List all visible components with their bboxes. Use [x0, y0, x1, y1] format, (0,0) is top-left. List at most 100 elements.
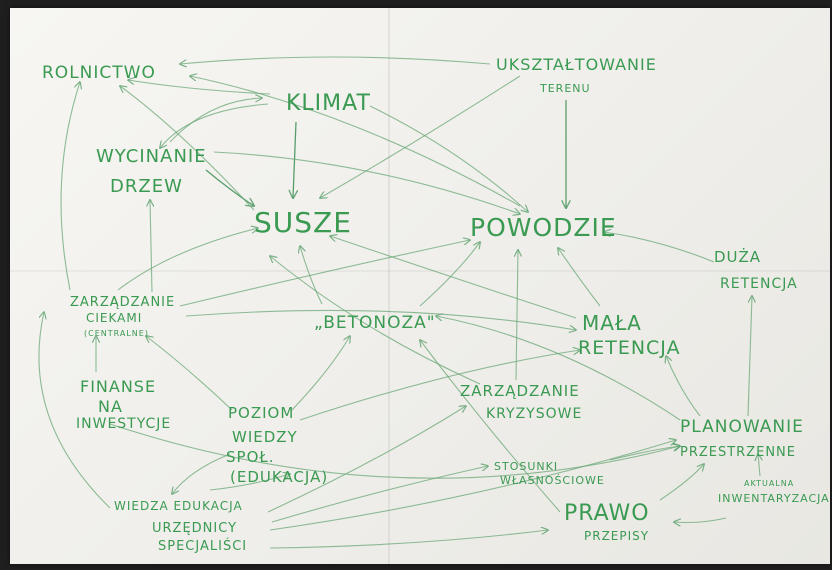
- wiedza-label: WIEDZA EDUKACJA: [114, 499, 243, 513]
- paper-fold-horizontal: [10, 270, 830, 272]
- node-finanse: FINANSE NA INWESTYCJE: [76, 377, 171, 432]
- arrow-finanse-planowanie: [109, 423, 680, 479]
- arrow-zarzadzanie-wycinanie: [150, 200, 152, 293]
- klimat-label: KLIMAT: [286, 91, 371, 116]
- arrow-mala-susze: [330, 236, 577, 319]
- ksztaltowanie-label-1: UKSZTAŁTOWANIE: [496, 55, 657, 74]
- node-prawo-przepisy: PRAWO PRZEPISY: [564, 501, 650, 543]
- urzednicy-label-2: SPECJALIŚCI: [158, 538, 247, 554]
- arrow-poziom-zarzadzanie: [146, 336, 233, 411]
- rolnictwo-label: ROLNICTWO: [42, 63, 156, 83]
- mala-label-2: RETENCJA: [578, 337, 681, 359]
- poziom-label-2: WIEDZY: [232, 428, 298, 446]
- arrow-mala-powodzie: [558, 248, 601, 307]
- node-poziom-wiedzy: POZIOM WIEDZY SPOŁ. (EDUKACJA): [226, 404, 328, 486]
- arrow-zarzadzanie-mala: [185, 309, 576, 330]
- zarzadzanie-label-2: CIEKAMI: [86, 311, 142, 325]
- arrow-rolnictwo-side: [60, 82, 80, 291]
- betonoza-label: „BETONOZA": [314, 313, 436, 333]
- node-zarzadzanie-ciekami: ZARZĄDZANIE CIEKAMI (CENTRALNE): [70, 295, 175, 338]
- arrow-planowanie-mala: [666, 356, 701, 417]
- inwentaryzacja-label-1: AKTUALNA: [744, 479, 794, 488]
- stosunki-label-2: WŁASNOŚCIOWE: [500, 474, 605, 487]
- arrow-stosunki-planowanie: [609, 446, 680, 461]
- powodzie-label: POWODZIE: [470, 213, 617, 242]
- arrow-wycinanie-klimat: [169, 98, 262, 143]
- zarzadzanie-label-3: (CENTRALNE): [84, 329, 149, 338]
- arrow-wycinanie-powodzie: [213, 151, 520, 214]
- arrow-prawo-planowanie: [659, 464, 704, 501]
- duza-label-2: RETENCJA: [720, 276, 798, 292]
- arrow-wiedza-zarzadzanie: [38, 312, 111, 509]
- arrow-klimat-rolnictwo: [128, 80, 271, 95]
- susze-label: SUSZE: [254, 206, 352, 239]
- finanse-label-1: FINANSE: [80, 377, 156, 396]
- node-stosunki-wlasnosciowe: STOSUNKI WŁASNOŚCIOWE: [494, 460, 605, 487]
- arrows: [38, 56, 760, 549]
- arrow-poziom-wiedza: [172, 453, 231, 494]
- arrow-klimat-powodzie: [369, 105, 528, 212]
- arrow-poziom-mala: [299, 350, 580, 421]
- node-mala-retencja: MAŁA RETENCJA: [578, 311, 681, 359]
- poziom-label-4: (EDUKACJA): [230, 468, 328, 486]
- arrow-planowanie-duza: [747, 296, 752, 417]
- arrow-wiedza-poziom: [209, 474, 290, 491]
- arrow-ksztalt-rolnictwo: [180, 56, 491, 64]
- arrow-urzednicy-kryzys: [267, 406, 466, 513]
- planowanie-label-2: PRZESTRZENNE: [680, 445, 796, 460]
- arrow-powodzie-rolnictwo: [190, 76, 521, 207]
- node-klimat: KLIMAT: [286, 91, 371, 116]
- arrow-zarzadzanie-susze: [117, 228, 258, 291]
- node-susze: SUSZE: [254, 206, 352, 239]
- stosunki-label-1: STOSUNKI: [494, 460, 558, 473]
- arrow-betonoza-susze: [300, 246, 323, 305]
- arrow-kryzys-susze: [270, 256, 481, 385]
- arrow-kryzys-powodzie: [516, 250, 518, 381]
- poziom-label-1: POZIOM: [228, 404, 294, 422]
- node-powodzie: POWODZIE: [470, 213, 617, 242]
- node-betonoza: „BETONOZA": [314, 313, 436, 333]
- arrow-klimat-susze: [293, 121, 296, 198]
- arrow-duza-powodzie: [604, 232, 715, 263]
- node-rolnictwo: ROLNICTWO: [42, 63, 156, 83]
- arrow-poziom-betonoza: [291, 336, 350, 411]
- node-planowanie-przestrzenne: PLANOWANIE PRZESTRZENNE: [680, 417, 803, 460]
- urzednicy-label-1: URZĘDNICY: [152, 521, 237, 536]
- inwentaryzacja-label-2: INWENTARYZACJA: [718, 492, 830, 505]
- node-wycinanie-drzew: WYCINANIE DRZEW: [96, 146, 207, 197]
- arrow-betonoza-powodzie: [419, 242, 480, 307]
- node-duza-retencja: DUŻA RETENCJA: [714, 247, 798, 292]
- node-ksztaltowanie-terenu: UKSZTAŁTOWANIE TERENU: [496, 55, 657, 95]
- kryzysowe-label-2: KRYZYSOWE: [486, 406, 582, 422]
- ksztaltowanie-label-2: TERENU: [539, 82, 591, 95]
- node-inwentaryzacja: AKTUALNA INWENTARYZACJA: [718, 479, 830, 505]
- finanse-label-2: NA: [98, 397, 123, 416]
- arrow-zarzadzanie-powodzie: [179, 240, 470, 307]
- node-wiedza-edukacja: WIEDZA EDUKACJA: [114, 499, 243, 513]
- node-urzednicy: URZĘDNICY SPECJALIŚCI: [152, 521, 247, 554]
- arrow-urzednicy-prawo: [269, 530, 548, 549]
- node-zarzadzanie-kryzysowe: ZARZĄDZANIE KRYZYSOWE: [460, 382, 582, 422]
- arrow-urzednicy-planowanie: [269, 440, 676, 531]
- arrow-inwent-prawo: [674, 517, 727, 523]
- arrow-wycinanie-susze: [205, 169, 254, 206]
- duza-label-1: DUŻA: [714, 247, 761, 266]
- kryzysowe-label-1: ZARZĄDZANIE: [460, 382, 580, 400]
- finanse-label-3: INWESTYCJE: [76, 416, 171, 432]
- mala-label-1: MAŁA: [582, 311, 642, 335]
- arrow-ksztalt-susze: [320, 75, 521, 198]
- arrow-inwent-planowanie: [758, 454, 760, 477]
- paper-sheet: [10, 8, 830, 564]
- prawo-label-1: PRAWO: [564, 501, 650, 526]
- zarzadzanie-label-1: ZARZĄDZANIE: [70, 295, 175, 310]
- arrow-klimat-wycinanie: [160, 103, 269, 148]
- wycinanie-label-1: WYCINANIE: [96, 146, 207, 167]
- arrow-urzednicy-stosunki: [271, 466, 488, 523]
- arrow-prawo-betonoza: [420, 340, 561, 513]
- arrow-susze-rolnictwo: [120, 86, 255, 211]
- arrow-planowanie-betonoza: [436, 316, 681, 421]
- prawo-label-2: PRZEPISY: [584, 529, 649, 543]
- poziom-label-3: SPOŁ.: [226, 448, 275, 466]
